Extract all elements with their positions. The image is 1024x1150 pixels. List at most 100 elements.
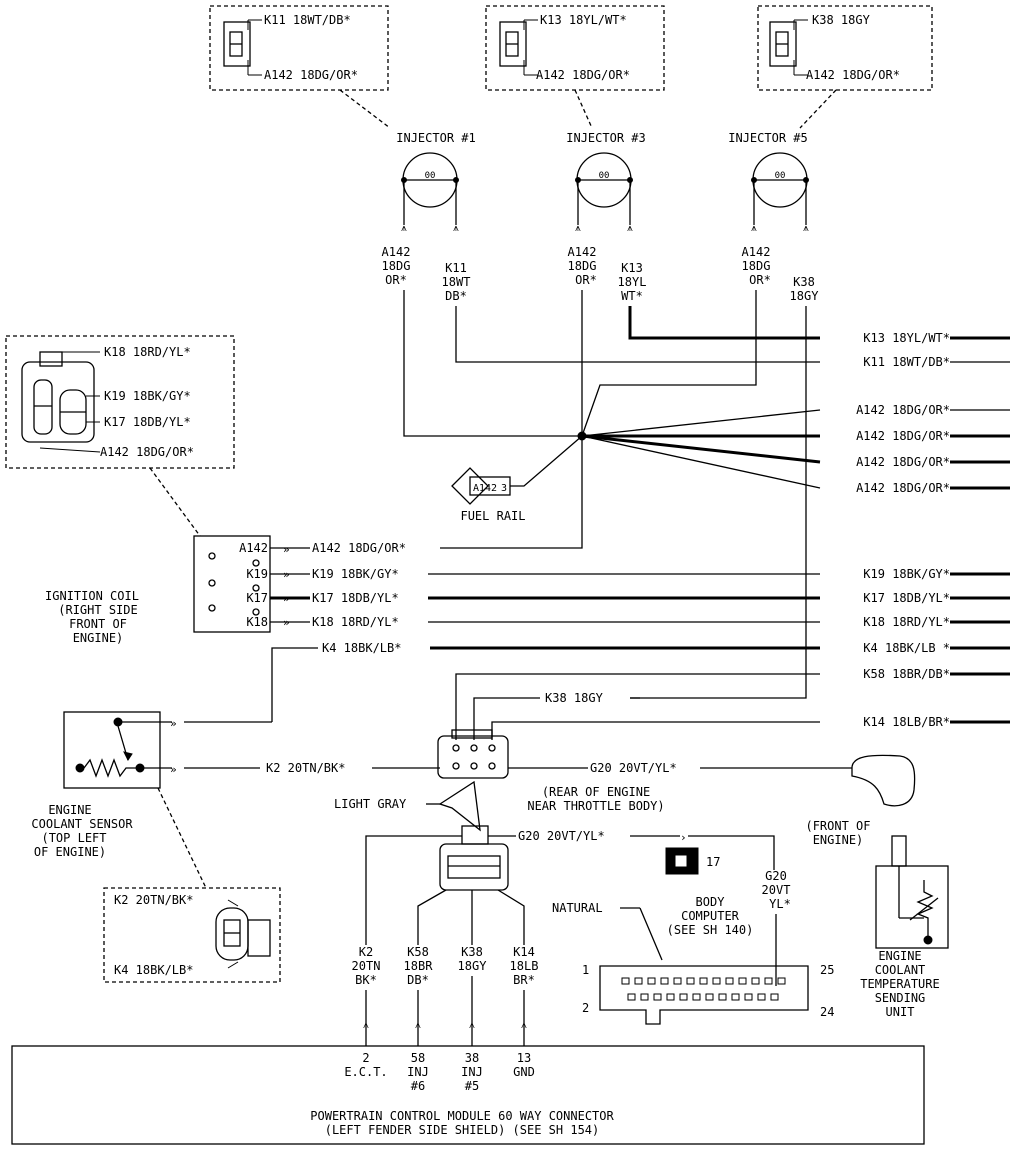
body-computer: NATURAL BODY COMPUTER (SEE SH 140) 1 2 2… xyxy=(552,895,834,1025)
g20-wire-label: G20 20VT/YL* xyxy=(590,761,677,775)
svg-text:⩚: ⩚ xyxy=(751,223,757,234)
svg-text:00: 00 xyxy=(775,171,786,181)
injector-1-connector: K11 18WT/DB* A142 18DG/OR* xyxy=(209,5,389,91)
coil-wire-k17: K17 18DB/YL* xyxy=(312,591,399,605)
injector-3-label: INJECTOR #3 xyxy=(566,131,645,145)
svg-text:17: 17 xyxy=(706,855,720,869)
svg-text:18YL: 18YL xyxy=(618,275,647,289)
svg-text:OF ENGINE): OF ENGINE) xyxy=(34,845,106,859)
injector-3-conn-top-label: K13 18YL/WT* xyxy=(540,13,627,27)
svg-text:24: 24 xyxy=(820,1005,834,1019)
svg-text:⩚: ⩚ xyxy=(415,1020,421,1031)
body-computer-pin xyxy=(751,977,760,985)
svg-text:BR*: BR* xyxy=(513,973,535,987)
svg-text:COMPUTER: COMPUTER xyxy=(681,909,740,923)
svg-text:K17: K17 xyxy=(246,591,268,605)
svg-text:18WT: 18WT xyxy=(442,275,471,289)
svg-text:G20: G20 xyxy=(765,869,787,883)
svg-text:13: 13 xyxy=(517,1051,531,1065)
svg-text:OR*: OR* xyxy=(749,273,771,287)
svg-text:2: 2 xyxy=(362,1051,369,1065)
right-wire-labels: K13 18YL/WT* K11 18WT/DB* A142 18DG/OR* … xyxy=(856,331,950,729)
svg-text:⩚: ⩚ xyxy=(627,223,633,234)
pcm-title: POWERTRAIN CONTROL MODULE 60 WAY CONNECT… xyxy=(310,1109,614,1123)
svg-text:38: 38 xyxy=(465,1051,479,1065)
svg-text:20TN: 20TN xyxy=(352,959,381,973)
svg-text:2: 2 xyxy=(582,1001,589,1015)
svg-text:K4 18BK/LB *: K4 18BK/LB * xyxy=(863,641,950,655)
svg-text:A142 18DG/OR*: A142 18DG/OR* xyxy=(856,429,950,443)
svg-text:⩚: ⩚ xyxy=(803,223,809,234)
body-computer-pin xyxy=(738,977,747,985)
svg-text:18DG: 18DG xyxy=(382,259,411,273)
svg-text:A142: A142 xyxy=(382,245,411,259)
body-computer-pins xyxy=(621,977,786,1001)
injector-1: INJECTOR #1 00 ⩚ ⩚ A142 18DG OR* K11 18W… xyxy=(382,131,476,303)
lower-connector xyxy=(439,825,509,891)
svg-text:K2: K2 xyxy=(359,945,373,959)
svg-text:#5: #5 xyxy=(465,1079,479,1093)
svg-text:BODY: BODY xyxy=(696,895,726,909)
ignition-coil: A142 K19 K17 K18 IGNITION COIL (RIGHT SI… xyxy=(45,535,271,645)
front-engine-component: (FRONT OF ENGINE) xyxy=(805,754,916,847)
central-connector xyxy=(437,729,509,779)
svg-text:TEMPERATURE: TEMPERATURE xyxy=(860,977,939,991)
svg-text:K13 18YL/WT*: K13 18YL/WT* xyxy=(863,331,950,345)
k38-wire-label: K38 18GY xyxy=(545,691,604,705)
coil-wire-k19: K19 18BK/GY* xyxy=(312,567,399,581)
svg-text:A142: A142 xyxy=(239,541,268,555)
body-computer-pin xyxy=(627,993,636,1001)
svg-text:A142 18DG/OR*: A142 18DG/OR* xyxy=(100,445,194,459)
svg-text:K18 18RD/YL*: K18 18RD/YL* xyxy=(863,615,950,629)
svg-text:COOLANT SENSOR: COOLANT SENSOR xyxy=(31,817,133,831)
svg-text:GND: GND xyxy=(513,1065,535,1079)
body-computer-pin xyxy=(640,993,649,1001)
injector-5-conn-top-label: K38 18GY xyxy=(812,13,871,27)
pcm-location: (LEFT FENDER SIDE SHIELD) (SEE SH 154) xyxy=(325,1123,600,1137)
body-computer-pin xyxy=(647,977,656,985)
fuel-rail-label: FUEL RAIL xyxy=(460,509,525,523)
svg-text:#6: #6 xyxy=(411,1079,425,1093)
body-computer-pin xyxy=(744,993,753,1001)
svg-text:›: › xyxy=(680,831,687,844)
svg-text:K38: K38 xyxy=(461,945,483,959)
injector-3-conn-bot-label: A142 18DG/OR* xyxy=(536,68,630,82)
svg-text:K19: K19 xyxy=(246,567,268,581)
svg-text:IGNITION COIL: IGNITION COIL xyxy=(45,589,139,603)
svg-text:K38: K38 xyxy=(793,275,815,289)
body-computer-pin xyxy=(621,977,630,985)
body-computer-pin xyxy=(764,977,773,985)
svg-text:E.C.T.: E.C.T. xyxy=(344,1065,387,1079)
svg-text:»: » xyxy=(283,543,290,556)
svg-text:18LB: 18LB xyxy=(510,959,539,973)
svg-text:UNIT: UNIT xyxy=(886,1005,915,1019)
pcm-wire-labels: K2 20TN BK* K58 18BR DB* K38 18GY K14 18… xyxy=(352,945,539,987)
pcm-connector: 2 E.C.T. 58 INJ #6 38 INJ #5 13 GND POWE… xyxy=(11,1045,925,1145)
k4-wire-label: K4 18BK/LB* xyxy=(322,641,401,655)
svg-text:(REAR OF ENGINE: (REAR OF ENGINE xyxy=(542,785,650,799)
svg-text:K17 18DB/YL*: K17 18DB/YL* xyxy=(863,591,950,605)
light-gray-label: LIGHT GRAY xyxy=(334,797,407,811)
injector-3-connector: K13 18YL/WT* A142 18DG/OR* xyxy=(485,5,665,91)
body-computer-pin xyxy=(699,977,708,985)
k2-wire-label: K2 20TN/BK* xyxy=(266,761,345,775)
g20-wire2-label: G20 20VT/YL* xyxy=(518,829,605,843)
svg-text:18DG: 18DG xyxy=(568,259,597,273)
body-computer-pin xyxy=(712,977,721,985)
body-computer-pin xyxy=(777,977,786,985)
svg-text:YL*: YL* xyxy=(769,897,791,911)
svg-text:K58: K58 xyxy=(407,945,429,959)
svg-text:ENGINE): ENGINE) xyxy=(73,631,124,645)
injector-3: INJECTOR #3 00 ⩚ ⩚ A142 18DG OR* K13 18Y… xyxy=(566,131,646,303)
injector-1-conn-top-label: K11 18WT/DB* xyxy=(264,13,351,27)
body-computer-pin xyxy=(692,993,701,1001)
svg-text:A142: A142 xyxy=(473,483,497,494)
svg-text:»: » xyxy=(170,717,177,730)
svg-text:18GY: 18GY xyxy=(790,289,820,303)
coil-wire-a142: A142 18DG/OR* xyxy=(312,541,406,555)
svg-text:NATURAL: NATURAL xyxy=(552,901,603,915)
coil-wire-k18: K18 18RD/YL* xyxy=(312,615,399,629)
body-computer-pin xyxy=(653,993,662,1001)
